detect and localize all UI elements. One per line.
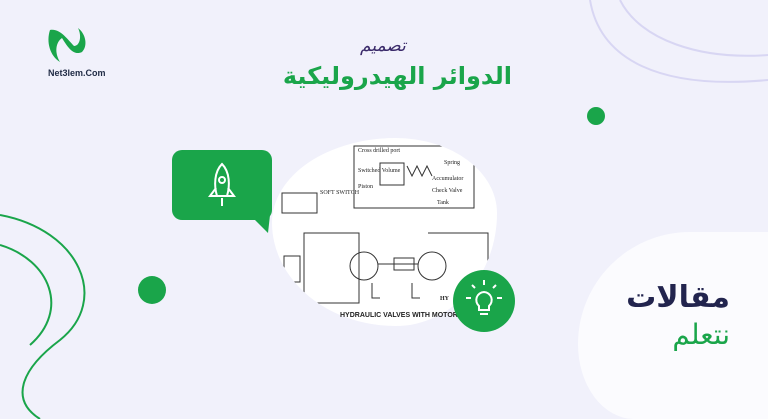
diagram-label: Accumulator — [432, 176, 464, 182]
diagram-label: Cross drilled port — [358, 148, 400, 154]
side-subtitle: نتعلم — [672, 318, 730, 351]
diagram-label: Tank — [437, 200, 449, 206]
hydraulic-diagram — [281, 145, 489, 304]
logo-text: Net3lem.Com — [48, 68, 106, 78]
lightbulb-icon — [466, 280, 502, 315]
page-title: الدوائر الهيدروليكية — [282, 62, 512, 90]
diagram-label: Switched Volume — [358, 168, 401, 174]
rocket-icon — [208, 162, 236, 206]
diagram-label: SOFT SWITCH — [320, 190, 360, 196]
side-title: مقالات — [626, 280, 730, 315]
decorative-dot — [138, 276, 166, 304]
lightbulb-badge — [453, 270, 515, 332]
diagram-caption: HYDRAULIC VALVES WITH MOTOR — [340, 312, 458, 319]
diagram-label: Check Valve — [432, 188, 463, 194]
speech-bubble — [172, 150, 272, 220]
diagram-label: Spring — [444, 160, 461, 166]
decorative-dot — [587, 107, 605, 125]
diagram-label: HY — [440, 296, 449, 302]
bubble-tail — [250, 215, 270, 233]
net3lem-logo-icon — [48, 28, 86, 62]
diagram-label: Piston — [358, 184, 374, 190]
title-small: تصميم — [360, 36, 406, 56]
